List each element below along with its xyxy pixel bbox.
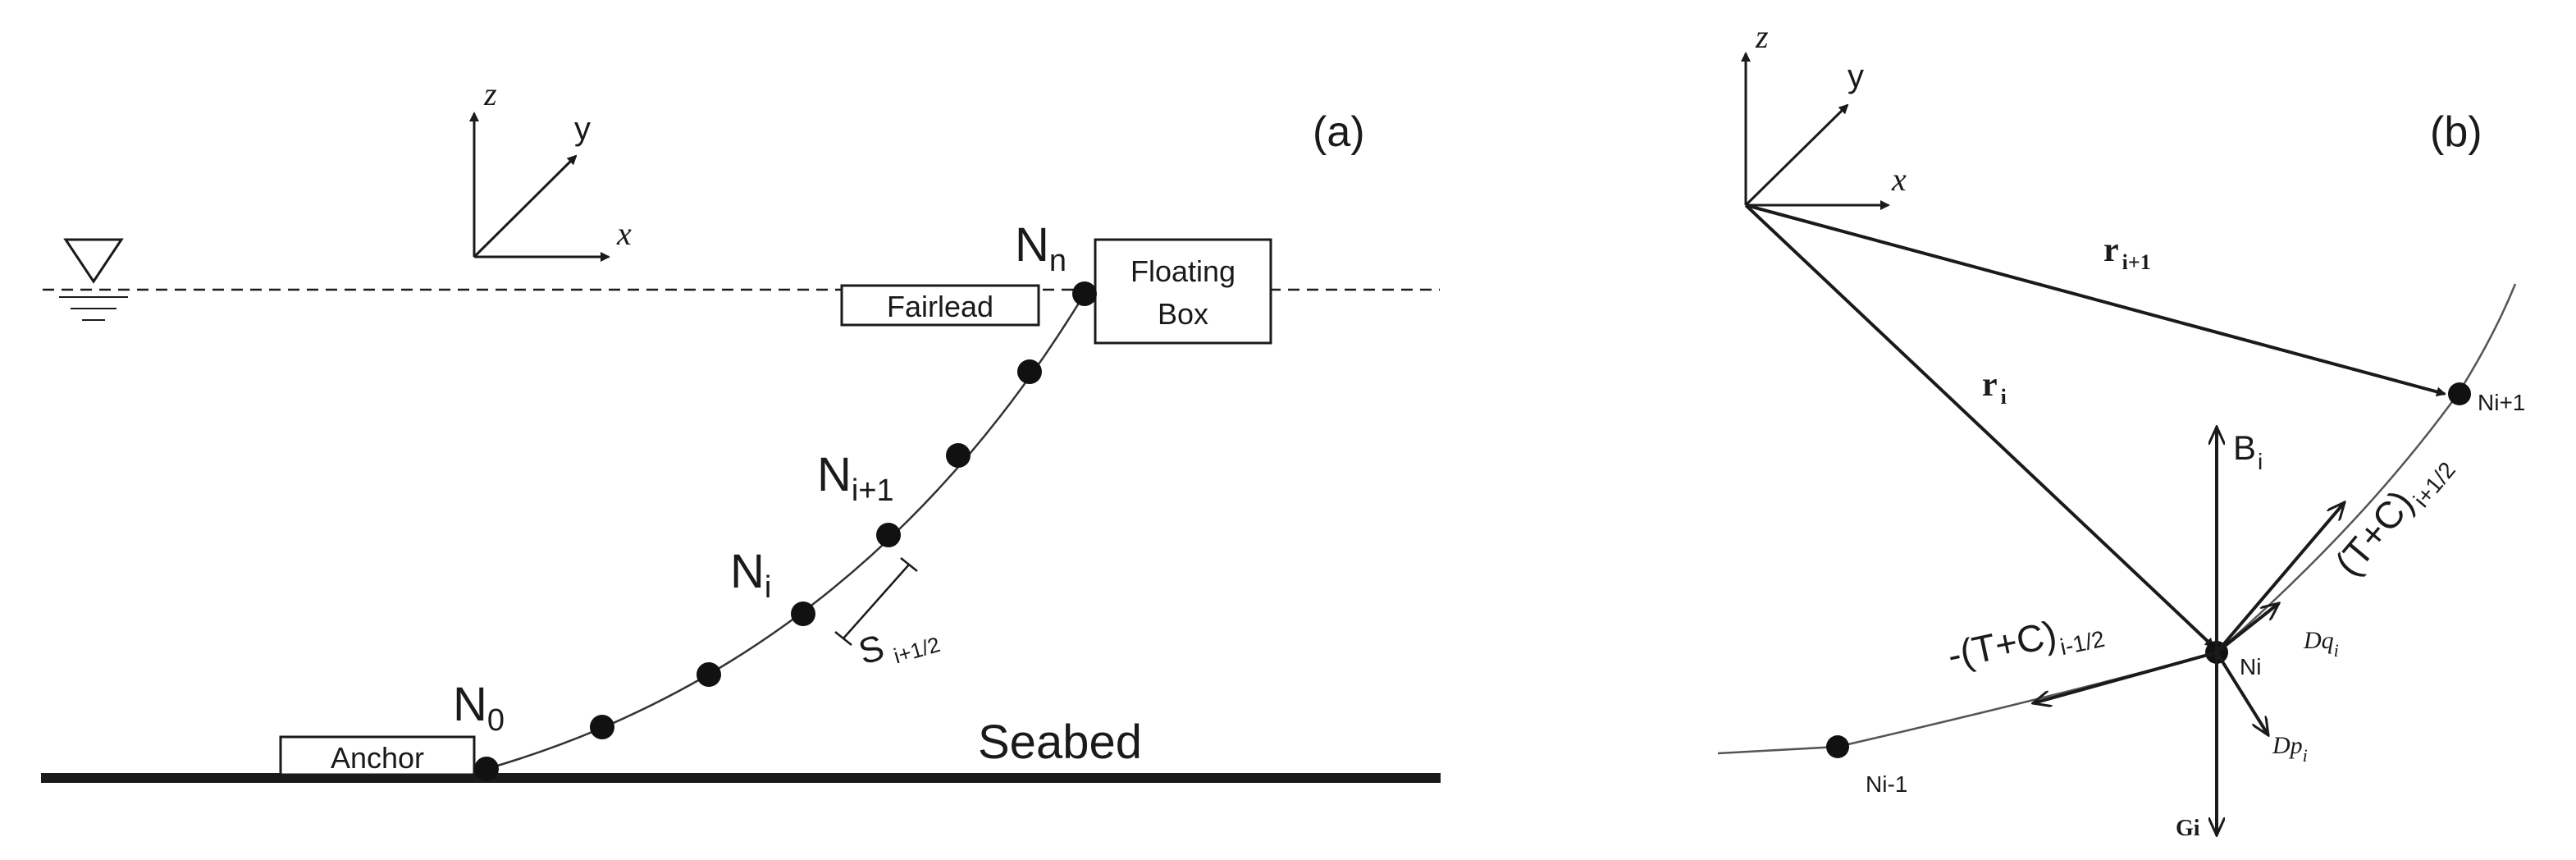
node-prev-label: Ni-1 <box>1866 771 1907 797</box>
node-n-label: Nn <box>1015 218 1066 278</box>
node-0 <box>474 757 499 781</box>
node-0-label: N0 <box>453 678 505 738</box>
panel-b-axes: z y x <box>1741 18 1907 210</box>
mooring-line-curve <box>486 293 1086 771</box>
seabed-line <box>41 773 1441 783</box>
seabed-label: Seabed <box>978 716 1142 769</box>
y-axis-label: y <box>574 111 591 147</box>
panel-a-axes: z y x <box>469 75 632 262</box>
tension-prev-label: -(T+C)i-1/2 <box>1943 602 2107 683</box>
node-next-label: Ni+1 <box>2478 390 2525 415</box>
mooring-nodes <box>474 281 1097 781</box>
drag-p-label: Dpi <box>2272 732 2308 766</box>
segment-dimension <box>834 557 918 646</box>
tension-next-arrow <box>2215 502 2345 654</box>
r-i-vector <box>1744 204 2215 648</box>
anchor-box <box>279 735 476 776</box>
node-current-label: Ni <box>2240 654 2261 679</box>
node-next <box>2448 382 2471 405</box>
node-6 <box>1017 359 1042 384</box>
node-i-plus-1-label: Ni+1 <box>817 448 894 508</box>
node-i-label: Ni <box>730 545 771 605</box>
mooring-line-segment <box>1717 283 2517 755</box>
fairlead-box <box>840 284 1040 327</box>
drag-q-arrow <box>2215 603 2279 654</box>
z-axis-label: z <box>483 75 497 112</box>
node-5 <box>946 443 971 468</box>
tension-prev-arrow <box>2033 651 2217 703</box>
gravity-label: Gi <box>2176 816 2200 841</box>
node-n <box>1072 281 1097 306</box>
x-axis-label: x <box>616 215 632 252</box>
drag-q-label: Dqi <box>2303 627 2339 661</box>
node-1 <box>590 715 614 739</box>
floating-box-label-line2: Box <box>1158 297 1208 331</box>
node-i-plus-1 <box>876 523 901 547</box>
panel-b-tag: (b) <box>2430 108 2482 156</box>
node-i <box>791 602 815 626</box>
y-axis-arrow <box>473 154 578 258</box>
tension-next-label: (T+C)i+1/2 <box>2327 441 2460 588</box>
floating-box <box>1094 238 1272 345</box>
floating-box-label-line1: Floating <box>1130 254 1235 288</box>
x-axis-label-b: x <box>1891 161 1907 198</box>
water-level-icon <box>59 238 128 321</box>
panel-a: (a) z y x Fairlead Floating Box Anchor <box>41 75 1441 783</box>
r-next-vector <box>1745 204 2446 397</box>
node-2 <box>697 662 721 687</box>
drag-p-arrow <box>2215 651 2268 735</box>
fairlead-label: Fairlead <box>887 290 993 323</box>
z-axis-label-b: z <box>1755 18 1769 55</box>
buoyancy-label: Bi <box>2233 428 2263 474</box>
y-axis-label-b: y <box>1848 58 1864 94</box>
node-prev <box>1826 735 1849 758</box>
anchor-label: Anchor <box>331 741 424 775</box>
y-axis-arrow-b <box>1744 103 1849 207</box>
panel-a-tag: (a) <box>1313 108 1365 156</box>
